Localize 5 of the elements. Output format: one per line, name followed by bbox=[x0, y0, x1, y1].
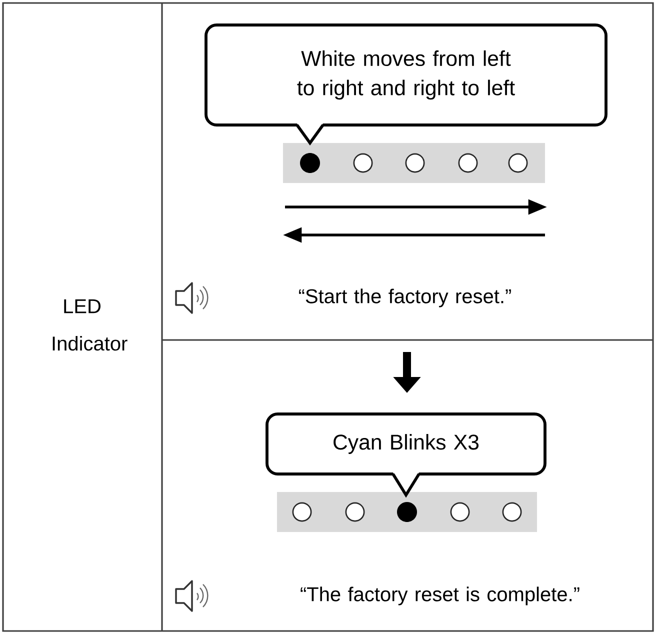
speech-bubble: White moves from left to right and right to left bbox=[204, 24, 608, 146]
voice-prompt: “The factory reset is complete.” bbox=[300, 586, 580, 606]
speech-bubble: Cyan Blinks X3 bbox=[266, 412, 546, 498]
row-header: LED Indicator bbox=[52, 299, 128, 351]
voice-prompt: “Start the factory reset.” bbox=[299, 288, 511, 308]
